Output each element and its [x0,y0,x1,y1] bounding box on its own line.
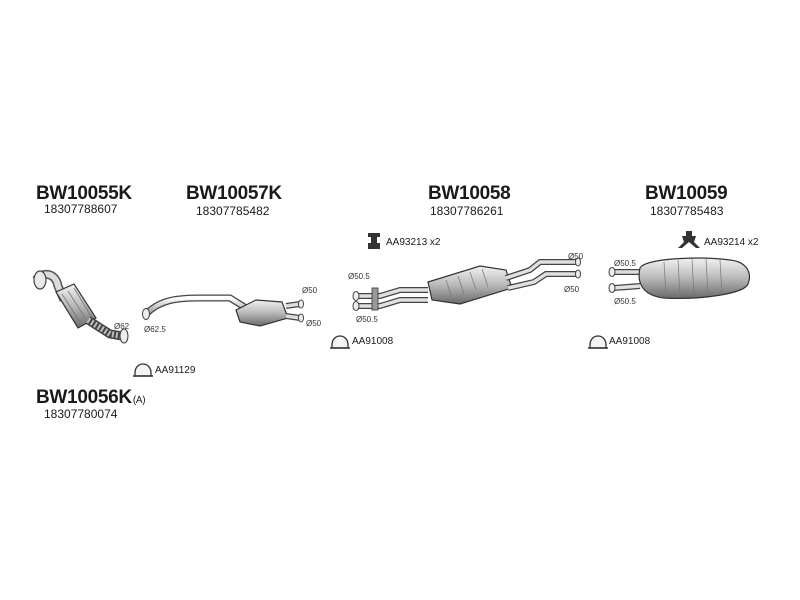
diameter-label: Ø50 [568,252,584,261]
part-number-bw10056k: 18307780074 [44,407,118,421]
part-code-bw10058: BW10058 [428,183,511,204]
part-code-bw10057k: BW10057K [186,183,282,204]
accessory-label: AA93214 x2 [704,237,759,248]
rear-muffler-drawing [608,257,751,299]
part-code-text: BW10056K [36,387,132,408]
part-number-bw10055k: 18307788607 [44,202,118,216]
diameter-label: Ø50.5 [356,315,378,324]
diameter-label: Ø62 [114,322,130,331]
part-number-bw10058: 18307786261 [430,204,504,218]
clamp-aa91008-icon [330,335,350,349]
part-code-suffix: (A) [132,395,146,406]
accessory-label: AA91129 [155,365,196,376]
part-code-bw10055k: BW10055K [36,183,132,204]
rubber-mount-aa93214-icon [678,231,700,248]
accessory-label: AA91008 [352,336,394,347]
diameter-label: Ø50 [302,286,318,295]
front-catalyst-drawing [32,269,129,344]
diameter-label: Ø50 [564,285,580,294]
diameter-label: Ø62.5 [144,325,166,334]
rubber-mount-aa93213-icon [368,233,380,249]
accessory-label: AA91008 [609,336,651,347]
middle-catalyst-drawing [142,294,304,327]
diameter-label: Ø50.5 [614,297,636,306]
diameter-label: Ø50.5 [614,259,636,268]
clamp-aa91008-icon [588,335,608,349]
clamp-aa91129-icon [133,363,153,377]
part-number-bw10059: 18307785483 [650,204,724,218]
accessory-label: AA93213 x2 [386,237,441,248]
middle-muffler-drawing [352,257,581,311]
part-number-bw10057k: 18307785482 [196,204,270,218]
part-code-bw10056k: BW10056K(A) [36,387,146,409]
diameter-label: Ø50.5 [348,272,370,281]
diameter-label: Ø50 [306,319,322,328]
part-code-bw10059: BW10059 [645,183,728,204]
